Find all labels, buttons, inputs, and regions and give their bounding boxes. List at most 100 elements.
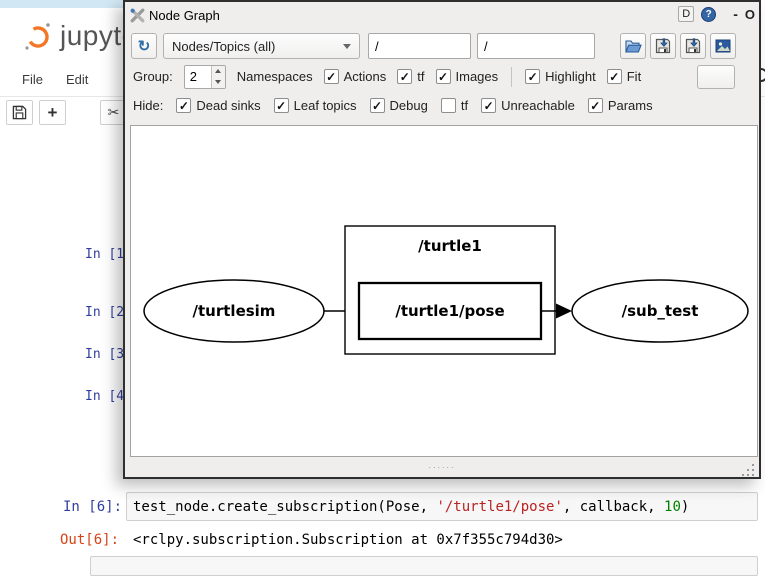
topic-turtle1-pose: [357, 281, 543, 341]
checkbox-leaf-topics[interactable]: Leaf topics: [273, 98, 357, 113]
resize-grip[interactable]: [747, 469, 749, 471]
checkbox-icon[interactable]: [525, 69, 541, 84]
hide-label: Hide:: [133, 98, 164, 113]
menu-file[interactable]: File: [22, 71, 43, 87]
checkbox-params[interactable]: Params: [587, 98, 653, 113]
add-cell-button[interactable]: +: [39, 100, 66, 125]
cluster-turtle1-label: /turtle1: [418, 237, 482, 255]
cell-prompt: In [4: [85, 389, 124, 404]
node-sub-test: [571, 279, 749, 343]
separator: [511, 66, 513, 87]
cut-cells-button[interactable]: ✂: [100, 100, 127, 125]
checkbox-label: Leaf topics: [293, 98, 357, 113]
checkbox-icon[interactable]: [323, 69, 339, 84]
window-titlebar[interactable]: Node Graph D ? - O: [125, 2, 759, 28]
out-value: <rclpy.subscription.Subscription at 0x7f…: [133, 532, 563, 548]
blank-button[interactable]: [697, 64, 735, 89]
window-title: Node Graph: [149, 7, 220, 23]
node-graph-window: Node Graph D ? - O ↻ Nodes/Topics (all): [123, 0, 761, 479]
chevron-down-icon: [343, 43, 351, 49]
arrowhead-icon: [556, 303, 572, 319]
minimize-button[interactable]: -: [733, 6, 738, 22]
code-text: ): [680, 498, 690, 515]
node-sub-test-label: /sub_test: [622, 302, 699, 320]
checkbox-unreachable[interactable]: Unreachable: [481, 98, 575, 113]
refresh-icon: ↻: [137, 38, 151, 55]
group-spinbox[interactable]: [183, 64, 226, 89]
open-folder-icon: [624, 39, 642, 53]
cell-prompt: In [1: [85, 247, 124, 262]
dock-button[interactable]: D: [678, 6, 695, 22]
splitter-grip[interactable]: ......: [428, 460, 456, 470]
float-button[interactable]: O: [744, 6, 755, 22]
save-button[interactable]: [6, 100, 33, 125]
checkbox-label: tf: [417, 69, 425, 84]
group-label: Group:: [133, 69, 173, 84]
save-image-button[interactable]: [710, 33, 736, 59]
cell-prompt: In [3: [85, 347, 124, 362]
in-prompt: In [6]:: [63, 499, 123, 515]
titlebar-buttons: D ? - O: [678, 6, 755, 22]
checkbox-fit[interactable]: Fit: [606, 69, 642, 84]
checkbox-icon[interactable]: [587, 98, 603, 113]
cell-prompt: In [2: [85, 305, 124, 320]
checkbox-label: Dead sinks: [196, 98, 261, 113]
checkbox-icon[interactable]: [176, 98, 192, 113]
checkbox-actions[interactable]: Actions: [323, 69, 387, 84]
checkbox-label: Unreachable: [501, 98, 575, 113]
namespaces-label: Namespaces: [236, 69, 313, 84]
save-as-icon: [655, 38, 671, 54]
out-prompt: Out[6]:: [60, 532, 120, 548]
checkbox-label: tf: [460, 98, 469, 113]
checkbox-label: Actions: [343, 69, 387, 84]
checkbox-label: Fit: [626, 69, 642, 84]
scissors-icon: ✂: [107, 104, 120, 120]
checkbox-debug[interactable]: Debug: [369, 98, 428, 113]
checkbox-label: Params: [607, 98, 653, 113]
checkbox-icon[interactable]: [435, 69, 451, 84]
graph-type-value: Nodes/Topics (all): [172, 38, 276, 54]
spinbox-arrows[interactable]: [210, 65, 225, 88]
node-filter-input[interactable]: [368, 33, 471, 59]
checkbox-tf-hide[interactable]: tf: [440, 98, 469, 113]
code-cell-input[interactable]: test_node.create_subscription(Pose, '/tu…: [126, 492, 758, 521]
group-options-row: Group: Namespaces Actions tf Images High…: [125, 63, 759, 90]
code-text: , callback,: [562, 498, 665, 515]
checkbox-icon[interactable]: [397, 69, 413, 84]
browser-top-strip: [0, 0, 123, 8]
image-icon: [715, 39, 731, 53]
topic-filter-input[interactable]: [477, 33, 595, 59]
group-value[interactable]: [184, 65, 211, 88]
next-code-cell[interactable]: [90, 556, 758, 576]
code-number: 10: [664, 498, 681, 515]
graph-type-select[interactable]: Nodes/Topics (all): [163, 33, 360, 59]
topic-turtle1-pose-label: /turtle1/pose: [395, 302, 504, 320]
node-graph-svg: /turtlesim /turtle1 /turtle1/pose /sub_t…: [143, 225, 749, 355]
checkbox-icon[interactable]: [273, 98, 289, 113]
checkbox-icon[interactable]: [440, 98, 456, 113]
checkbox-label: Debug: [389, 98, 428, 113]
graph-toolbar: ↻ Nodes/Topics (all): [125, 32, 759, 60]
checkbox-label: Highlight: [545, 69, 596, 84]
rqt-tools-icon: [130, 8, 145, 22]
spin-down-icon[interactable]: [212, 77, 225, 88]
load-dot-button[interactable]: [620, 33, 646, 59]
checkbox-images[interactable]: Images: [435, 69, 499, 84]
checkbox-dead-sinks[interactable]: Dead sinks: [176, 98, 261, 113]
menu-edit[interactable]: Edit: [65, 71, 89, 87]
code-string: '/turtle1/pose': [436, 498, 563, 515]
checkbox-icon[interactable]: [481, 98, 497, 113]
save-as-icon: [685, 38, 701, 54]
spin-up-icon[interactable]: [212, 66, 225, 77]
help-icon[interactable]: ?: [701, 6, 717, 22]
refresh-button[interactable]: ↻: [131, 33, 157, 59]
save-dot-button[interactable]: [650, 33, 676, 59]
checkbox-label: Images: [455, 69, 499, 84]
checkbox-tf-group[interactable]: tf: [397, 69, 425, 84]
code-line: test_node.create_subscription(Pose, '/tu…: [133, 499, 689, 515]
graph-canvas[interactable]: /turtlesim /turtle1 /turtle1/pose /sub_t…: [130, 125, 758, 457]
checkbox-highlight[interactable]: Highlight: [525, 69, 596, 84]
checkbox-icon[interactable]: [606, 69, 622, 84]
checkbox-icon[interactable]: [369, 98, 385, 113]
save-svg-button[interactable]: [680, 33, 706, 59]
